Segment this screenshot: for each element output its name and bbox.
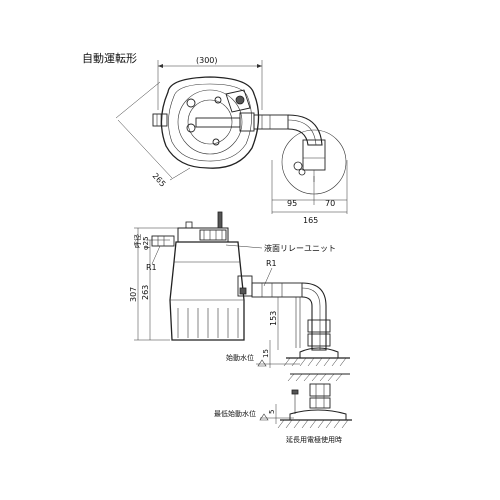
extension-caption: 延長用電極使用時 [286,435,342,444]
r1-left-label: R1 [146,263,157,272]
min-start-level-label: 最低始動水位 [214,409,256,418]
dim-153-label: 153 [269,311,278,326]
dim-body-label: 263 [141,285,150,300]
side-view: 307 263 呼径 φ25 R1 [129,211,350,368]
ground-hatch-middle [287,373,343,382]
drawing-title: 自動運転形 [82,51,137,65]
dim-5-label: 5 [268,410,276,414]
dim-height-label: 307 [129,287,138,302]
dim-width-label: (300) [196,56,218,65]
relay-unit-label: 液面リレーユニット [264,243,336,253]
dim-b-label: 70 [325,199,335,208]
dim-total-label: 165 [303,216,318,225]
dim-depth-label: 265 [151,171,168,188]
ground-hatch-upper [283,357,347,367]
pipe-size-prefix: 呼径 [133,234,142,248]
dim-a-label: 95 [287,199,297,208]
pipe-size-label: φ25 [142,236,150,250]
extension-view: 5 最低始動水位 延長用電極使用時 [214,373,352,444]
start-level-label: 始動水位 [226,353,254,362]
ground-hatch-lower [277,419,349,429]
dim-15-label: 15 [262,349,270,358]
r1-right-label: R1 [266,259,277,268]
top-view: (300) 265 [115,56,348,225]
pump-base-ribs [177,308,239,338]
